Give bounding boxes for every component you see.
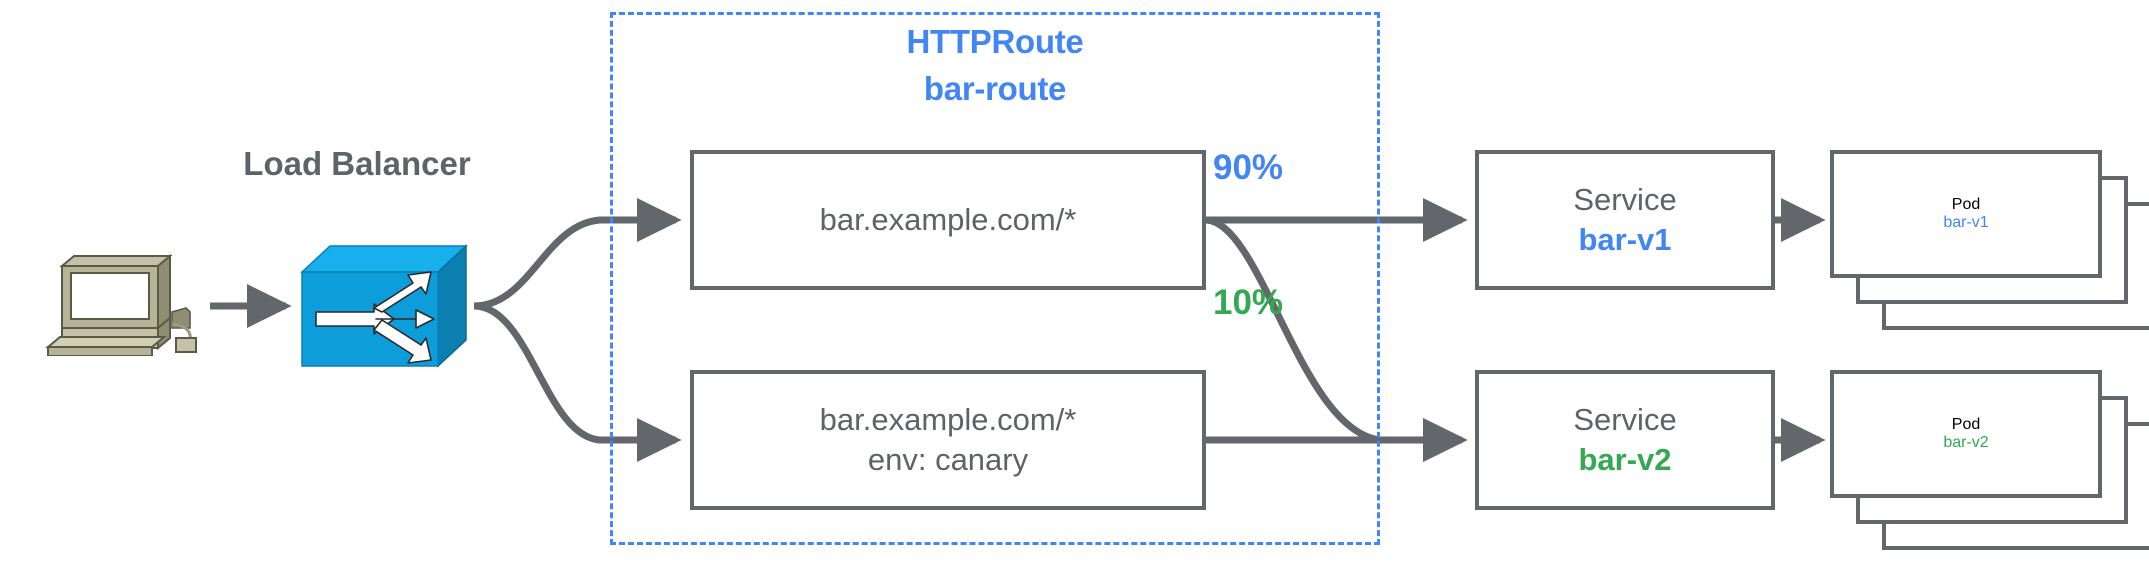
httproute-title: HTTPRoute bar-route	[610, 18, 1380, 112]
load-balancer-label: Load Balancer	[243, 145, 471, 182]
weight-label-10: 10%	[1213, 283, 1284, 322]
pod-bar-v2[interactable]: Pod bar-v2	[1830, 370, 2102, 498]
service-bar-v2-kind: Service	[1573, 402, 1677, 437]
rule-default-hostname: bar.example.com/*	[819, 202, 1077, 237]
pod-bar-v2-kind: Pod	[1951, 416, 1981, 433]
pod-bar-v1-name: bar-v1	[1943, 214, 1989, 231]
service-bar-v1[interactable]: Service bar-v1	[1475, 150, 1775, 290]
pod-bar-v1-kind: Pod	[1951, 196, 1981, 213]
rule-canary-hostname: bar.example.com/*	[819, 402, 1077, 437]
desktop-computer-icon	[38, 246, 198, 357]
service-bar-v2-name: bar-v2	[1578, 442, 1672, 477]
weight-label-90: 90%	[1213, 148, 1284, 187]
httproute-rule-default[interactable]: bar.example.com/*	[690, 150, 1206, 290]
pod-bar-v1[interactable]: Pod bar-v1	[1830, 150, 2102, 278]
service-bar-v1-name: bar-v1	[1578, 222, 1672, 257]
httproute-boundary	[610, 12, 1380, 545]
service-bar-v1-kind: Service	[1573, 182, 1677, 217]
httproute-rule-canary[interactable]: bar.example.com/* env: canary	[690, 370, 1206, 510]
service-bar-v2[interactable]: Service bar-v2	[1475, 370, 1775, 510]
network-switch-icon	[298, 242, 470, 370]
rule-canary-header: env: canary	[867, 442, 1029, 477]
httproute-name-label: bar-route	[923, 70, 1067, 107]
pod-bar-v2-name: bar-v2	[1943, 434, 1989, 451]
httproute-kind-label: HTTPRoute	[906, 23, 1084, 60]
